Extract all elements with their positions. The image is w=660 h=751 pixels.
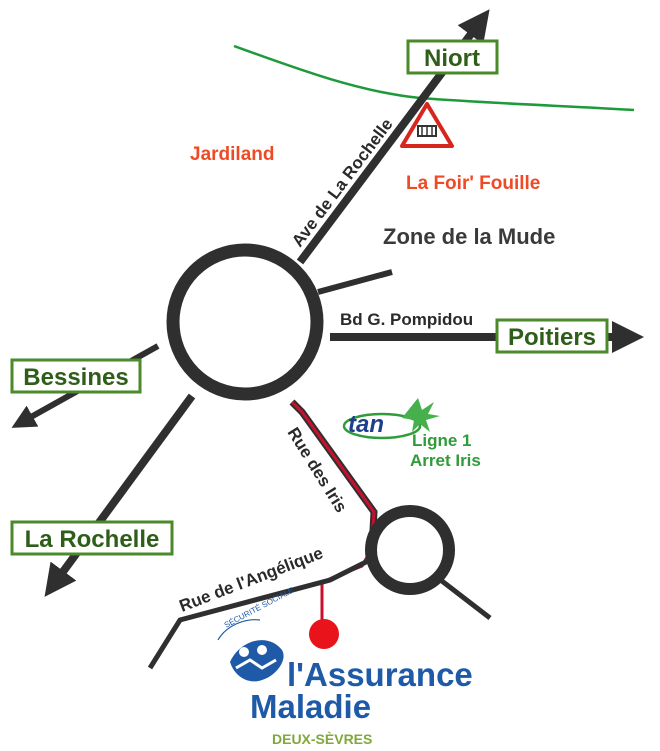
destination-marker [309,619,339,649]
transit-line-label: Ligne 1 [412,431,472,450]
tan-logo-swoosh [342,412,422,440]
tan-bus-stop: tan Ligne 1 Arret Iris [342,398,481,470]
city-sign-bessines: Bessines [10,358,142,394]
city-sign-poitiers: Poitiers [495,318,609,354]
city-sign-la-rochelle: La Rochelle [10,520,174,556]
railway-crossing-warning-icon [400,102,454,148]
road-label-ave-la-rochelle: Ave de La Rochelle [288,115,397,250]
place-foir-fouille: La Foir' Fouille [406,173,540,194]
place-zone-de-la-mude: Zone de la Mude [383,224,555,249]
road-label-bd-pompidou: Bd G. Pompidou [340,310,473,329]
road-la-rochelle [44,393,196,597]
logo-line2: Maladie [250,688,371,725]
road-spur-southeast [436,576,492,620]
city-sign-niort: Niort [406,39,499,75]
tan-leaf-icon [402,398,440,432]
place-jardiland: Jardiland [190,144,274,165]
road-label-rue-de-l-angelique: Rue de l'Angélique [177,543,326,615]
assurance-maladie-logo-icon: SÉCURITÉ SOCIALE l'Assurance Maladie DEU… [217,586,473,747]
logo-line1: l'Assurance [287,656,473,693]
logo-region: DEUX-SÈVRES [272,731,372,747]
small-roundabout [365,505,455,595]
main-roundabout [166,243,324,401]
city-bessines-label: Bessines [23,364,128,391]
city-niort-label: Niort [424,45,480,72]
city-la-rochelle-label: La Rochelle [25,526,160,553]
transit-stop-label: Arret Iris [410,451,481,470]
road-rue-de-l-angelique [147,557,372,670]
tan-brand-label: tan [348,411,384,438]
road-spur-east [317,269,393,295]
city-poitiers-label: Poitiers [508,324,596,351]
